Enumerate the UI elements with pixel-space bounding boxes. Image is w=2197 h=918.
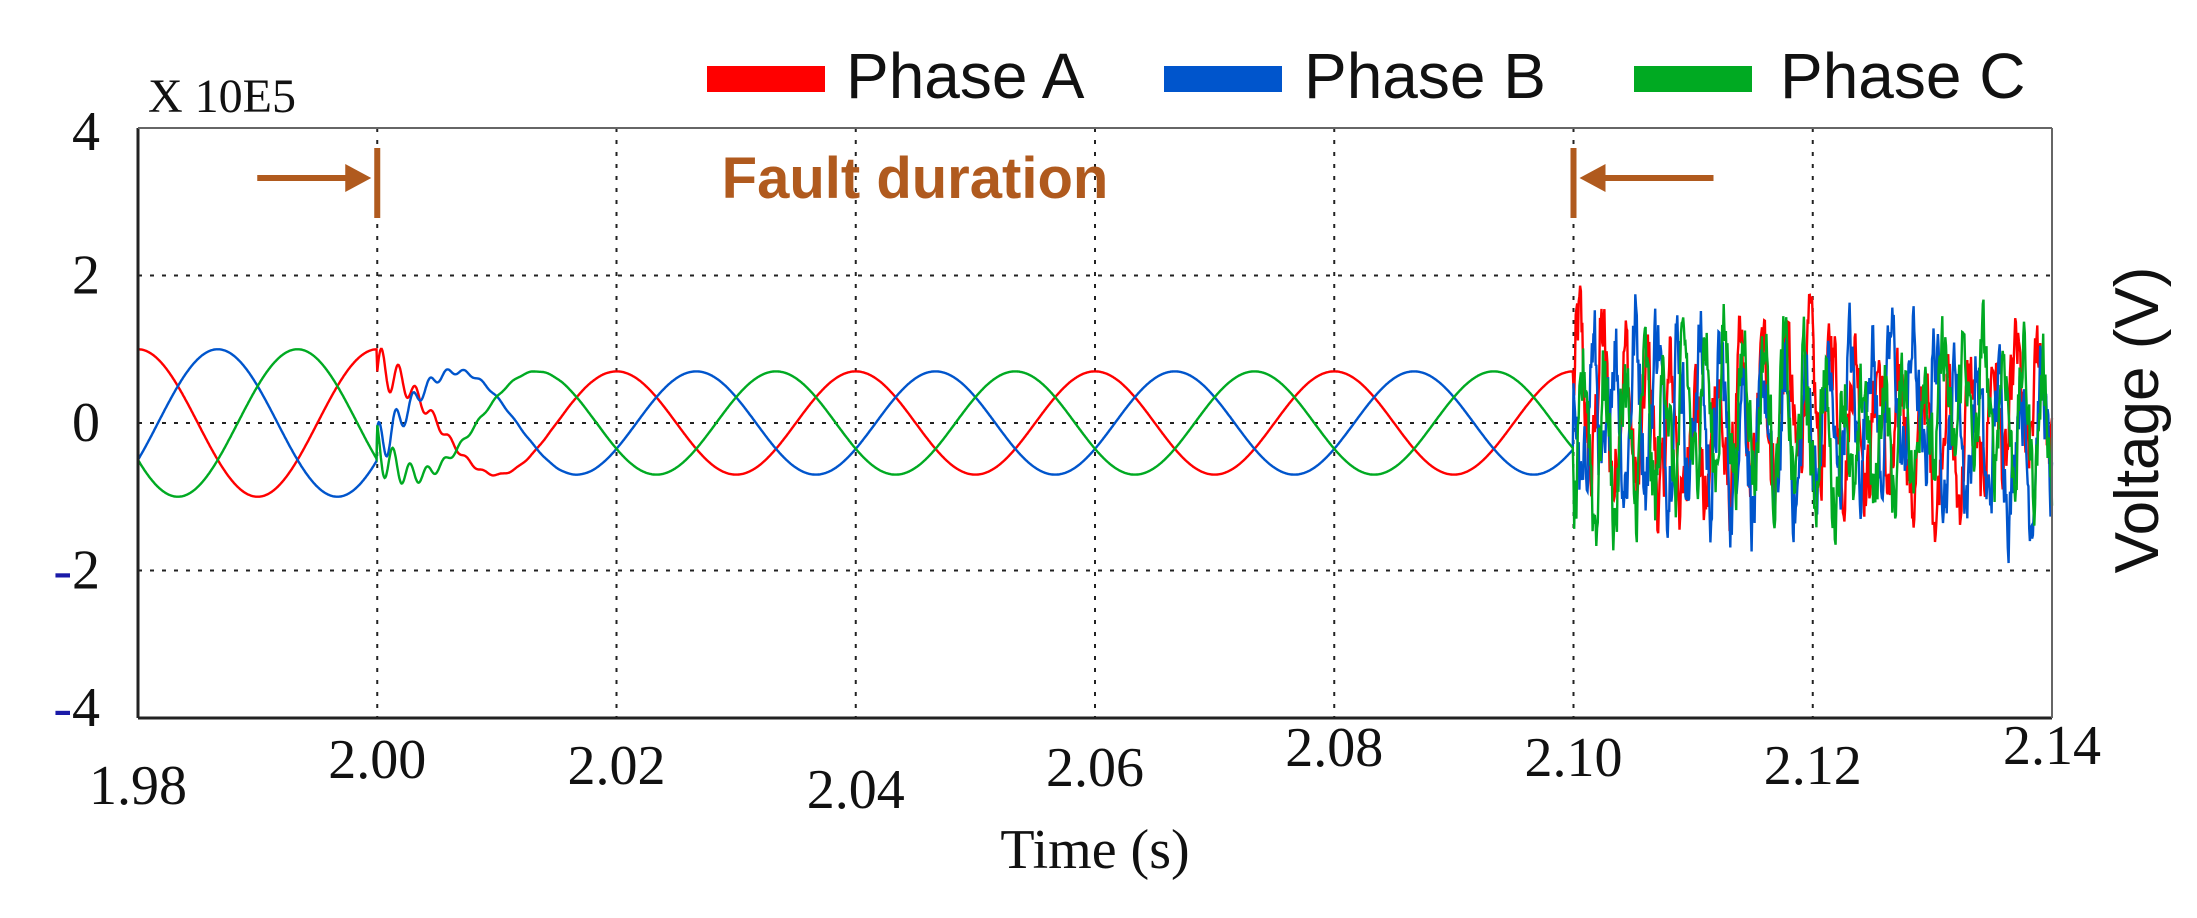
legend-swatch-phase-a [707, 66, 825, 92]
tick-labels: 4 2 0 -2 -4 1.98 2.00 2.02 2.04 2.06 2.08 2.10 2.12 2… [53, 101, 2101, 821]
y-tick-label: 4 [72, 101, 100, 163]
trace-phase-c [136, 299, 2054, 551]
legend-label-phase-a: Phase A [846, 40, 1085, 112]
y-tick-label: 2 [72, 245, 100, 307]
x-tick-label: 2.02 [568, 735, 666, 797]
y-axis-label: Voltage (V) [2103, 267, 2172, 574]
legend-label-phase-b: Phase B [1304, 40, 1546, 112]
x-tick-label: 2.08 [1285, 717, 1383, 779]
voltage-traces [136, 285, 2054, 564]
legend-swatch-phase-b [1164, 66, 1282, 92]
y-tick-label: -4 [53, 677, 100, 739]
fault-end-arrowhead [1579, 164, 1606, 192]
fault-annotation [257, 148, 1714, 218]
x-axis-label: Time (s) [1000, 819, 1189, 881]
x-tick-label: 1.98 [89, 755, 187, 817]
legend-swatch-phase-c [1634, 66, 1752, 92]
legend: Phase A Phase B Phase C [707, 40, 2025, 112]
y-tick-label: -2 [53, 540, 100, 602]
legend-label-phase-c: Phase C [1780, 40, 2025, 112]
x-tick-label: 2.04 [807, 759, 905, 821]
x-tick-label: 2.14 [2003, 715, 2101, 777]
fault-start-arrowhead [345, 164, 372, 192]
y-tick-label: 0 [72, 392, 100, 454]
axes [136, 127, 2053, 720]
x-tick-label: 2.12 [1764, 735, 1862, 797]
fault-duration-label: Fault duration [722, 146, 1109, 211]
y-multiplier-label: X 10E5 [148, 70, 296, 123]
grid-lines [138, 128, 2052, 718]
x-tick-label: 2.10 [1525, 727, 1623, 789]
x-tick-label: 2.06 [1046, 737, 1144, 799]
x-tick-label: 2.00 [328, 729, 426, 791]
